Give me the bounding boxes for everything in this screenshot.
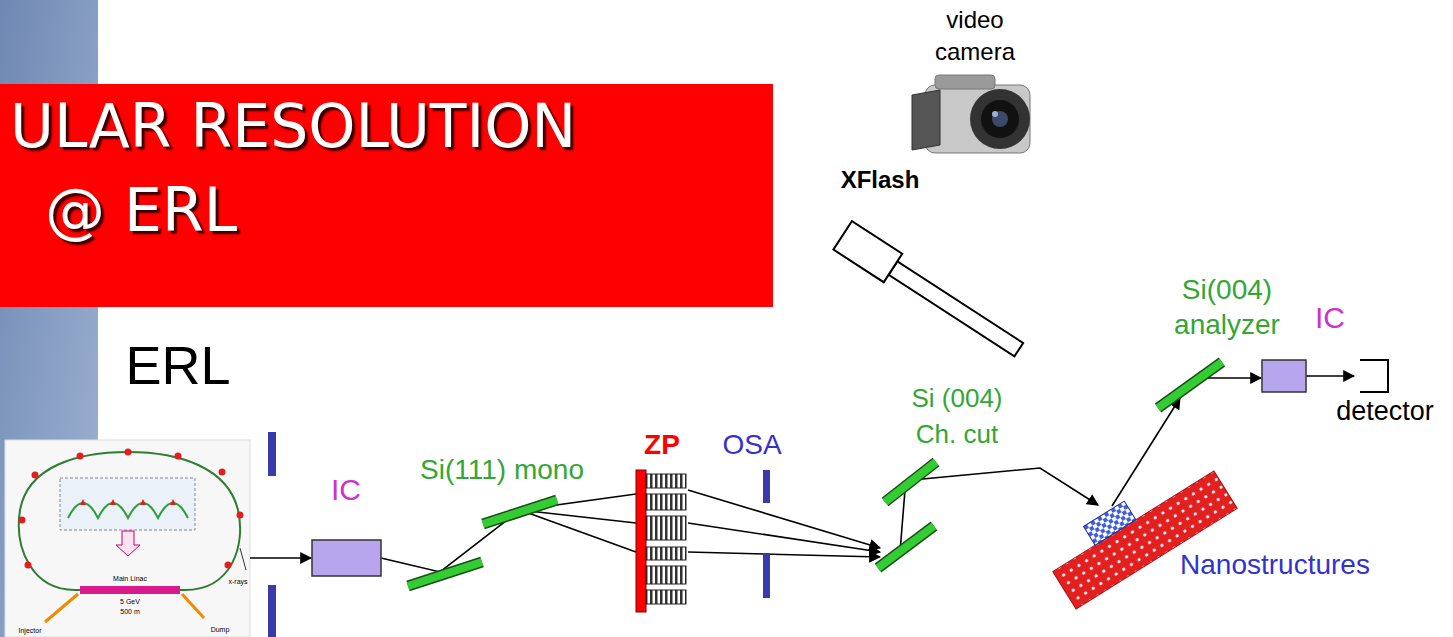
crystal [878,526,934,568]
erl-ring-inset [240,548,246,570]
xflash-detector [889,261,1024,356]
erl-ring-inset [125,449,132,456]
inset-label: 5 GeV [120,598,140,606]
video-camera-picture [992,111,1008,127]
part-label: IC [1315,301,1345,336]
x-ray-beam [900,468,1098,552]
video-camera-picture [992,111,998,117]
x-ray-beam [250,376,1354,572]
erl-ring-inset [32,472,39,479]
inset-label: x-rays [228,578,247,586]
zone-plate [636,470,646,612]
part-label: video camera [920,4,1030,68]
erl-ring-inset [5,440,250,637]
zone-plate [646,590,686,604]
inset-label: Injector [19,627,42,635]
sample-stage [1041,452,1237,609]
slit [268,432,276,476]
part-label: ZP [644,429,680,461]
x-ray-beam [250,557,311,559]
part-label: Si(111) mono [420,454,584,486]
slit [268,585,276,637]
detector-symbol [1360,360,1388,392]
video-camera-picture [925,85,1030,153]
part-label: detector [1336,396,1434,427]
erl-ring-inset [19,452,240,590]
part-label: XFlash [841,166,920,194]
x-ray-beam [520,510,636,552]
crystal [885,462,936,502]
video-camera-picture [912,90,940,150]
part-label: OSA [722,429,781,461]
slit [268,432,276,637]
video-camera-picture [912,75,1030,153]
detector-symbol [1360,360,1388,392]
x-ray-beam [688,490,880,548]
erl-ring-inset [225,562,232,569]
x-ray-beam [1306,375,1354,377]
video-camera-picture [935,75,995,89]
part-label: Si(004) analyzer [1162,272,1292,342]
crystal [878,526,934,568]
crystal [1158,362,1222,408]
erl-ring-inset [68,503,188,518]
xflash-detector [833,221,1028,364]
erl-ring-inset [77,453,84,460]
inset-label: 500 m [120,608,139,616]
section-label: ERL [125,334,230,396]
part-label: Nanostructures [1180,549,1370,581]
crystal [408,562,482,586]
part-label: Si (004) Ch. cut [895,380,1020,452]
zone-plate [646,516,686,540]
part-label: IC [331,473,361,508]
xflash-detector [833,221,902,282]
zone-plate [646,566,686,584]
erl-ring-inset [80,499,176,505]
zone-plate [636,470,686,612]
erl-ring-inset [116,531,140,556]
erl-ring-inset [25,562,32,569]
inset-label: Main Linac [113,575,147,583]
inset-label: Dump [211,626,230,634]
zone-plate [646,494,686,510]
order-sorting-aperture [763,470,770,598]
video-camera-picture [970,89,1030,149]
ion-chamber [1262,360,1306,392]
erl-ring-inset [5,440,250,637]
slide-title: ULAR RESOLUTION @ ERL [5,84,625,252]
crystal [408,562,482,586]
zone-plate [646,547,686,560]
ion-chamber [312,540,381,576]
erl-ring-inset [45,594,78,622]
erl-ring-inset [60,478,195,530]
crystal [483,500,557,524]
erl-ring-inset [182,594,204,618]
erl-ring-inset [80,586,180,594]
crystal [885,462,936,502]
order-sorting-aperture [763,553,770,598]
x-ray-beam [688,523,880,552]
sample-stage [1084,501,1136,545]
crystal [1158,362,1222,408]
erl-ring-inset [19,517,26,524]
crystal [483,500,557,524]
erl-ring-inset [175,453,182,460]
erl-ring-inset [237,512,244,519]
x-ray-beam [688,552,880,557]
title-banner: ULAR RESOLUTION @ ERL [0,84,773,307]
order-sorting-aperture [763,470,770,503]
sample-stage [1053,471,1237,609]
x-ray-beam [1112,398,1180,506]
erl-ring-inset [219,469,226,476]
zone-plate [646,474,686,488]
video-camera-picture [981,100,1019,138]
